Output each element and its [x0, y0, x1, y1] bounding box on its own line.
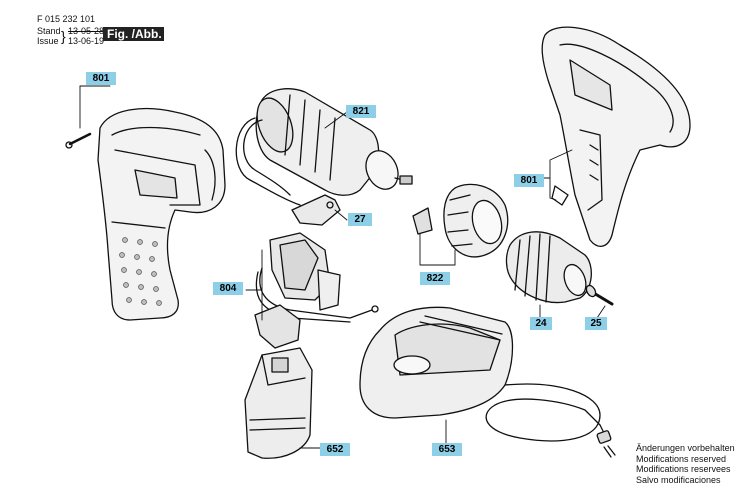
- leader-lines: [79, 85, 606, 449]
- callout-24: 24: [530, 317, 552, 330]
- clutch-ring-822: [412, 183, 509, 258]
- issue-label: Issue: [37, 36, 59, 46]
- note-spanish: Salvo modificaciones: [636, 474, 721, 485]
- document-code: F 015 232 101: [37, 14, 96, 24]
- battery-652: [244, 347, 313, 459]
- note-german: Änderungen vorbehalten: [636, 443, 735, 453]
- switch-804: [254, 232, 379, 349]
- note-french: Modifications reservees: [636, 464, 731, 474]
- stand-date: 13-05-28: [68, 26, 105, 36]
- callout-25: 25: [585, 317, 607, 330]
- callout-27: 27: [348, 213, 372, 226]
- drill-housing-left: [97, 107, 226, 321]
- issue-date: 13-06-19: [68, 36, 105, 46]
- callout-801-right: 801: [514, 174, 544, 187]
- header-brace: }: [61, 28, 66, 44]
- callout-653: 653: [432, 443, 462, 456]
- chuck-24: [505, 231, 592, 304]
- modification-notes: Änderungen vorbehalten Modifications res…: [636, 443, 735, 485]
- motor-821: [235, 88, 413, 206]
- note-english: Modifications reserved: [636, 453, 727, 464]
- callout-652: 652: [320, 443, 350, 456]
- callout-821: 821: [346, 105, 376, 118]
- stand-label: Stand: [37, 26, 61, 36]
- callout-801-left: 801: [86, 72, 116, 85]
- drill-housing-right: [541, 26, 691, 247]
- figure-label: Fig. /Abb. 1: [103, 27, 164, 55]
- screw-25: [585, 284, 614, 306]
- screw-801-left: [65, 132, 92, 149]
- callout-804: 804: [213, 282, 243, 295]
- charger-653: [359, 306, 616, 458]
- bracket-27: [291, 194, 341, 226]
- callout-822: 822: [420, 272, 450, 285]
